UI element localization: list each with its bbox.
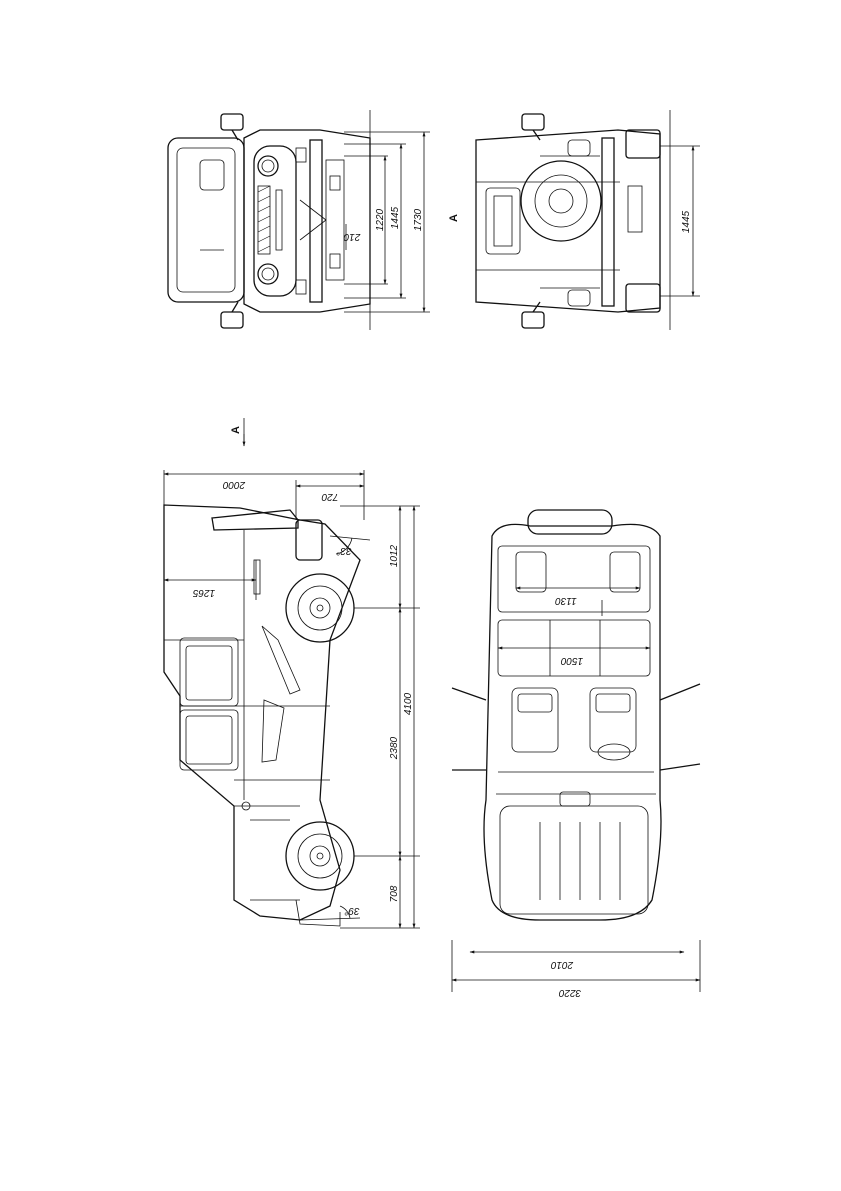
front-view: 210 1220 1445 1730 xyxy=(168,110,430,330)
front-dim-210: 210 xyxy=(343,231,361,242)
side-angle-front: 33° xyxy=(336,545,351,556)
top-dim-2010: 2010 xyxy=(550,959,574,970)
rear-view: 1445 A xyxy=(448,110,700,330)
side-dim-708: 708 xyxy=(389,885,400,902)
front-dim-1445: 1445 xyxy=(390,206,401,229)
front-dim-1730: 1730 xyxy=(413,208,424,231)
top-dim-3220: 3220 xyxy=(558,987,581,998)
side-angle-rear: 39° xyxy=(344,905,359,916)
front-dim-1220: 1220 xyxy=(375,208,386,231)
side-dim-1012: 1012 xyxy=(389,544,400,567)
side-dim-4100: 4100 xyxy=(403,692,414,715)
top-dim-1500: 1500 xyxy=(560,655,583,666)
side-dim-720: 720 xyxy=(321,491,338,502)
rear-dim-1445: 1445 xyxy=(681,210,692,233)
side-dim-2000: 2000 xyxy=(222,479,246,490)
top-view: 1130 1500 2010 3220 xyxy=(452,510,700,998)
side-dim-2380: 2380 xyxy=(389,736,400,760)
rear-view-label: A xyxy=(448,214,460,222)
view-arrow-label: A xyxy=(230,426,242,434)
side-dim-1265: 1265 xyxy=(192,587,215,598)
top-dim-1130: 1130 xyxy=(555,595,577,606)
side-view: A xyxy=(164,418,420,928)
